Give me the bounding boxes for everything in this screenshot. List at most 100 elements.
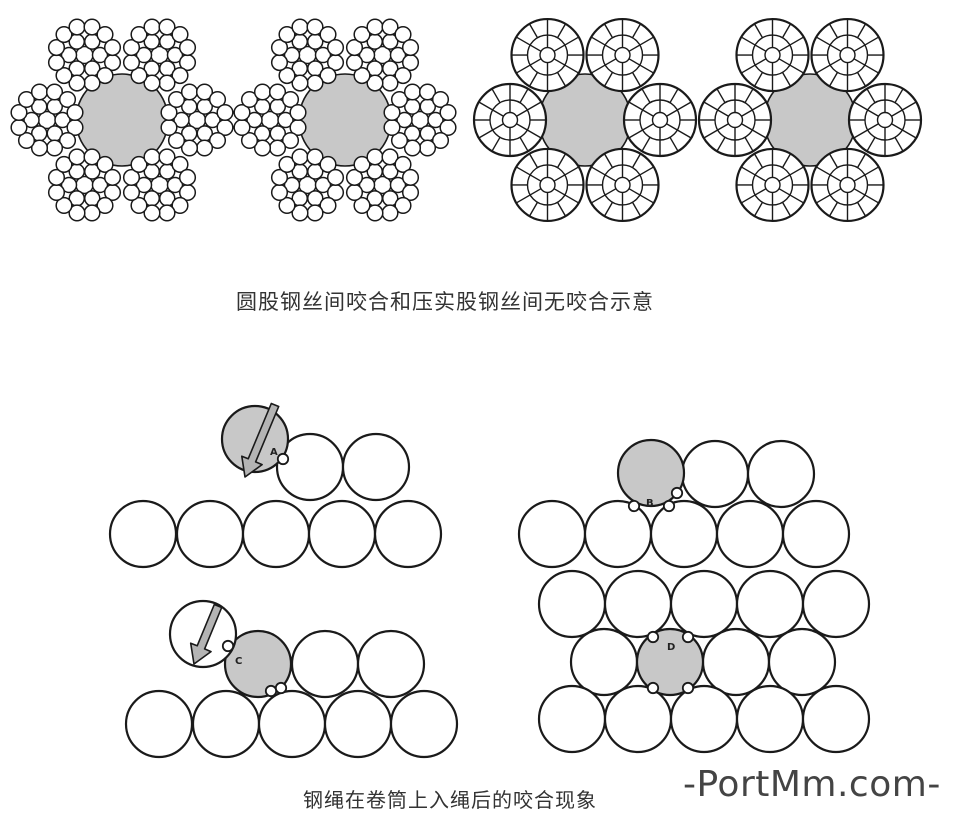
drum-rope-upper <box>290 629 360 699</box>
drum-rope-row <box>569 627 639 697</box>
wire-divider <box>754 44 767 52</box>
wire-divider <box>891 109 903 117</box>
wire <box>614 176 631 194</box>
wire <box>319 196 337 215</box>
compacted-strand <box>510 147 585 223</box>
wire <box>83 74 101 92</box>
contact-point-c <box>274 681 288 695</box>
wire-divider <box>528 23 539 39</box>
wire-divider <box>856 201 867 217</box>
wire <box>167 131 186 150</box>
wire <box>30 83 49 101</box>
wire-divider <box>740 194 756 204</box>
wire-divider <box>515 194 531 204</box>
rope-compacted-strand <box>697 17 923 223</box>
wire-divider <box>564 194 580 204</box>
wire-divider <box>815 166 831 176</box>
wire-divider <box>603 72 614 87</box>
wire-divider <box>740 166 756 176</box>
wire <box>401 38 420 57</box>
wire <box>195 139 214 157</box>
drum-rope-lower <box>257 689 327 759</box>
wire-divider <box>590 64 606 74</box>
drum-rope-upper <box>746 439 816 509</box>
wire <box>353 196 371 215</box>
wire <box>270 54 289 72</box>
wire <box>171 67 189 85</box>
wire-divider <box>867 109 879 117</box>
wire-divider <box>703 101 719 111</box>
wire <box>135 176 153 194</box>
wire-divider <box>639 64 655 74</box>
wire <box>58 90 77 109</box>
compacted-strand <box>472 82 548 158</box>
contact-point-b <box>662 499 676 513</box>
wire-divider <box>556 23 567 39</box>
wire <box>122 38 141 57</box>
wire <box>83 204 101 222</box>
round-strand <box>345 148 420 222</box>
rope-cross-sections <box>10 17 923 223</box>
wire <box>319 25 337 44</box>
wire-divider <box>716 136 726 152</box>
round-strand <box>47 18 122 92</box>
wire-divider <box>864 166 880 176</box>
wire <box>17 90 36 109</box>
drum-rope-upper <box>341 432 411 502</box>
wire-divider <box>829 188 842 196</box>
drum-diagram-d <box>537 569 871 754</box>
wire <box>439 103 457 122</box>
drum-diagram-a <box>108 402 443 569</box>
incoming-direction-arrow <box>241 402 280 478</box>
wire-divider <box>781 72 792 87</box>
drum-rope-lower <box>781 499 851 569</box>
compacted-strand <box>585 17 660 93</box>
wire <box>268 139 287 157</box>
wire-divider <box>828 153 839 168</box>
drum-rope-lower <box>373 499 443 569</box>
wire <box>167 90 186 109</box>
wire-divider <box>894 88 904 104</box>
compacted-strand <box>810 147 885 223</box>
wire-divider <box>676 101 692 111</box>
wire-divider <box>526 129 542 139</box>
wire <box>381 18 399 36</box>
wire-divider <box>639 166 655 176</box>
wire <box>403 83 422 101</box>
wire <box>208 131 227 150</box>
wire-divider <box>676 129 692 139</box>
wire-divider <box>590 166 606 176</box>
wire <box>122 168 141 186</box>
wire-divider <box>604 174 617 182</box>
wire-divider <box>556 201 567 217</box>
wire <box>839 46 856 64</box>
wire <box>17 131 36 150</box>
wire-divider <box>789 194 805 204</box>
wire <box>278 67 296 85</box>
wire <box>431 131 450 150</box>
wire <box>319 67 337 85</box>
wire <box>283 46 301 64</box>
wire <box>381 74 399 92</box>
wire <box>306 148 324 166</box>
wire-divider <box>828 23 839 39</box>
wire-divider <box>639 36 655 46</box>
drum-rope-lower <box>241 499 311 569</box>
wire <box>366 74 384 92</box>
wire <box>173 111 190 129</box>
wire-divider <box>604 58 617 66</box>
wire-divider <box>491 88 501 104</box>
drum-rope-lower <box>191 689 261 759</box>
wire <box>171 196 189 215</box>
wire-divider <box>828 201 839 217</box>
drum-rope-lower <box>389 689 459 759</box>
wire <box>96 67 114 85</box>
drum-rope-lower <box>649 499 719 569</box>
contact-point-d <box>646 630 660 644</box>
wire-divider <box>866 88 876 104</box>
wire <box>389 176 407 194</box>
drum-contact-diagrams: A B C D <box>108 402 871 759</box>
wire <box>246 111 263 129</box>
wire <box>326 168 345 186</box>
wire-divider <box>744 136 754 152</box>
